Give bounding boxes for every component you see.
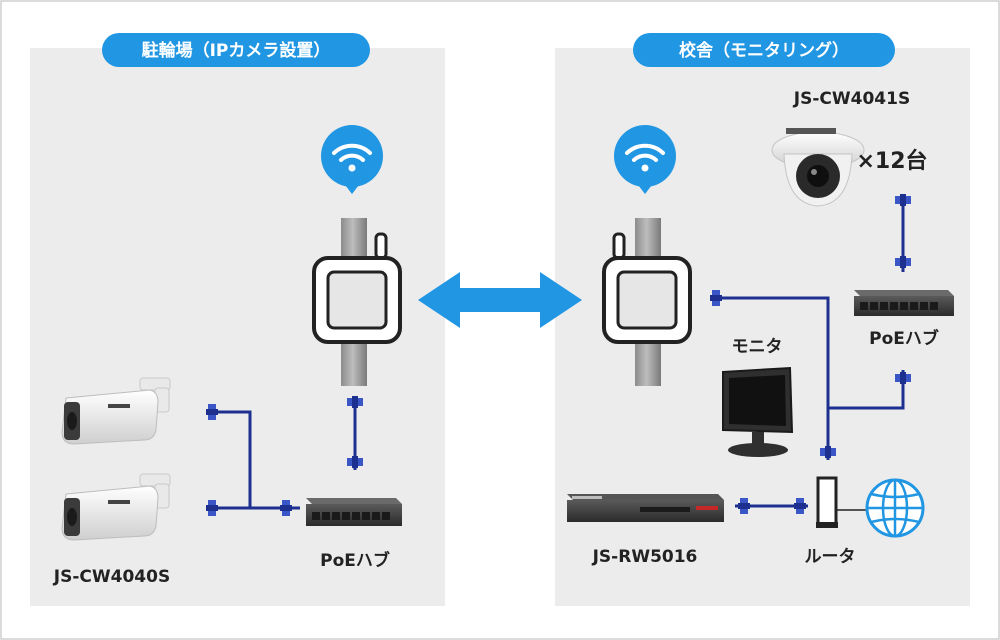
monitor bbox=[722, 366, 794, 457]
recorder bbox=[567, 494, 724, 522]
wireless-bridge-left bbox=[312, 218, 402, 386]
zone-left-title-pill: 駐輪場（IPカメラ設置） bbox=[102, 33, 370, 67]
bullet-camera-2 bbox=[61, 473, 171, 541]
dome-camera-model-label: JS-CW4041S bbox=[793, 89, 910, 109]
zone-right-title: 校舎（モニタリング） bbox=[679, 40, 849, 61]
zone-right-title-pill: 校舎（モニタリング） bbox=[633, 33, 895, 67]
internet-globe-icon bbox=[865, 478, 925, 538]
router-label: ルータ bbox=[805, 547, 856, 567]
poe-hub-label-left: PoEハブ bbox=[320, 550, 390, 571]
poe-hub-right bbox=[854, 290, 954, 316]
router bbox=[816, 476, 838, 528]
camera-model-label-left: JS-CW4040S bbox=[53, 567, 170, 587]
wifi-icon bbox=[321, 125, 383, 194]
bullet-camera-1 bbox=[61, 377, 171, 445]
dome-camera bbox=[771, 128, 865, 207]
wireless-link-arrow bbox=[418, 272, 582, 328]
wireless-bridge-right bbox=[602, 218, 692, 386]
dome-camera-count: ×12台 bbox=[856, 148, 927, 174]
recorder-model-label: JS-RW5016 bbox=[592, 547, 698, 567]
wifi-icon bbox=[614, 125, 676, 194]
poe-hub-label-right: PoEハブ bbox=[869, 328, 939, 349]
monitor-label: モニタ bbox=[732, 337, 783, 357]
zone-left-title: 駐輪場（IPカメラ設置） bbox=[142, 40, 331, 61]
cable-wifi-router bbox=[712, 296, 830, 460]
poe-hub-left bbox=[306, 498, 402, 526]
